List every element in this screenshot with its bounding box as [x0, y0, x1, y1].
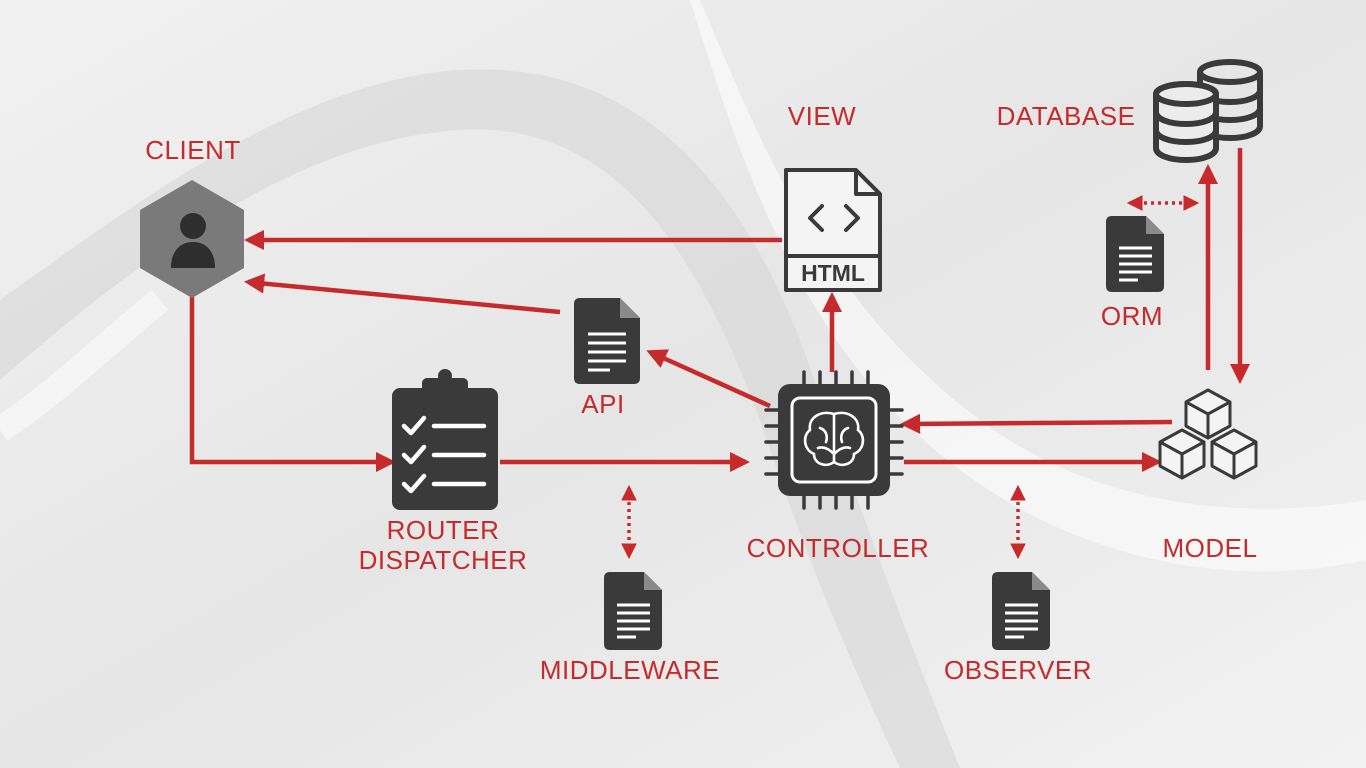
document-icon	[992, 572, 1050, 650]
database-label: DATABASE	[996, 101, 1136, 131]
controller-label: CONTROLLER	[746, 533, 930, 563]
arrow-client-to-router	[189, 292, 397, 473]
user-icon	[140, 180, 244, 298]
router-label-line1: ROUTER	[386, 515, 500, 545]
html-file-label: HTML	[801, 260, 865, 286]
arrow-api-to-client	[243, 273, 561, 315]
html-file-icon: HTML	[784, 168, 882, 292]
router-label-line2: DISPATCHER	[358, 544, 528, 575]
dotted-connectors	[621, 195, 1200, 560]
api-label: API	[581, 389, 625, 419]
document-icon	[574, 298, 640, 384]
client-label: CLIENT	[145, 135, 241, 165]
router-dispatcher-label: ROUTER DISPATCHER	[340, 515, 546, 576]
clipboard-checklist-icon	[392, 369, 498, 510]
view-label: VIEW	[787, 101, 857, 131]
document-icon	[604, 572, 662, 650]
arrow-model-to-controller	[899, 413, 1173, 435]
document-icon	[1106, 216, 1164, 292]
brain-chip-icon	[764, 370, 904, 510]
observer-label: OBSERVER	[943, 655, 1092, 685]
cubes-icon	[1158, 388, 1258, 480]
middleware-label: MIDDLEWARE	[539, 655, 721, 685]
arrow-controller-to-api	[646, 349, 771, 409]
database-icon	[1153, 59, 1263, 164]
model-label: MODEL	[1162, 533, 1258, 563]
connectors	[189, 148, 1251, 473]
orm-label: ORM	[1100, 301, 1164, 331]
